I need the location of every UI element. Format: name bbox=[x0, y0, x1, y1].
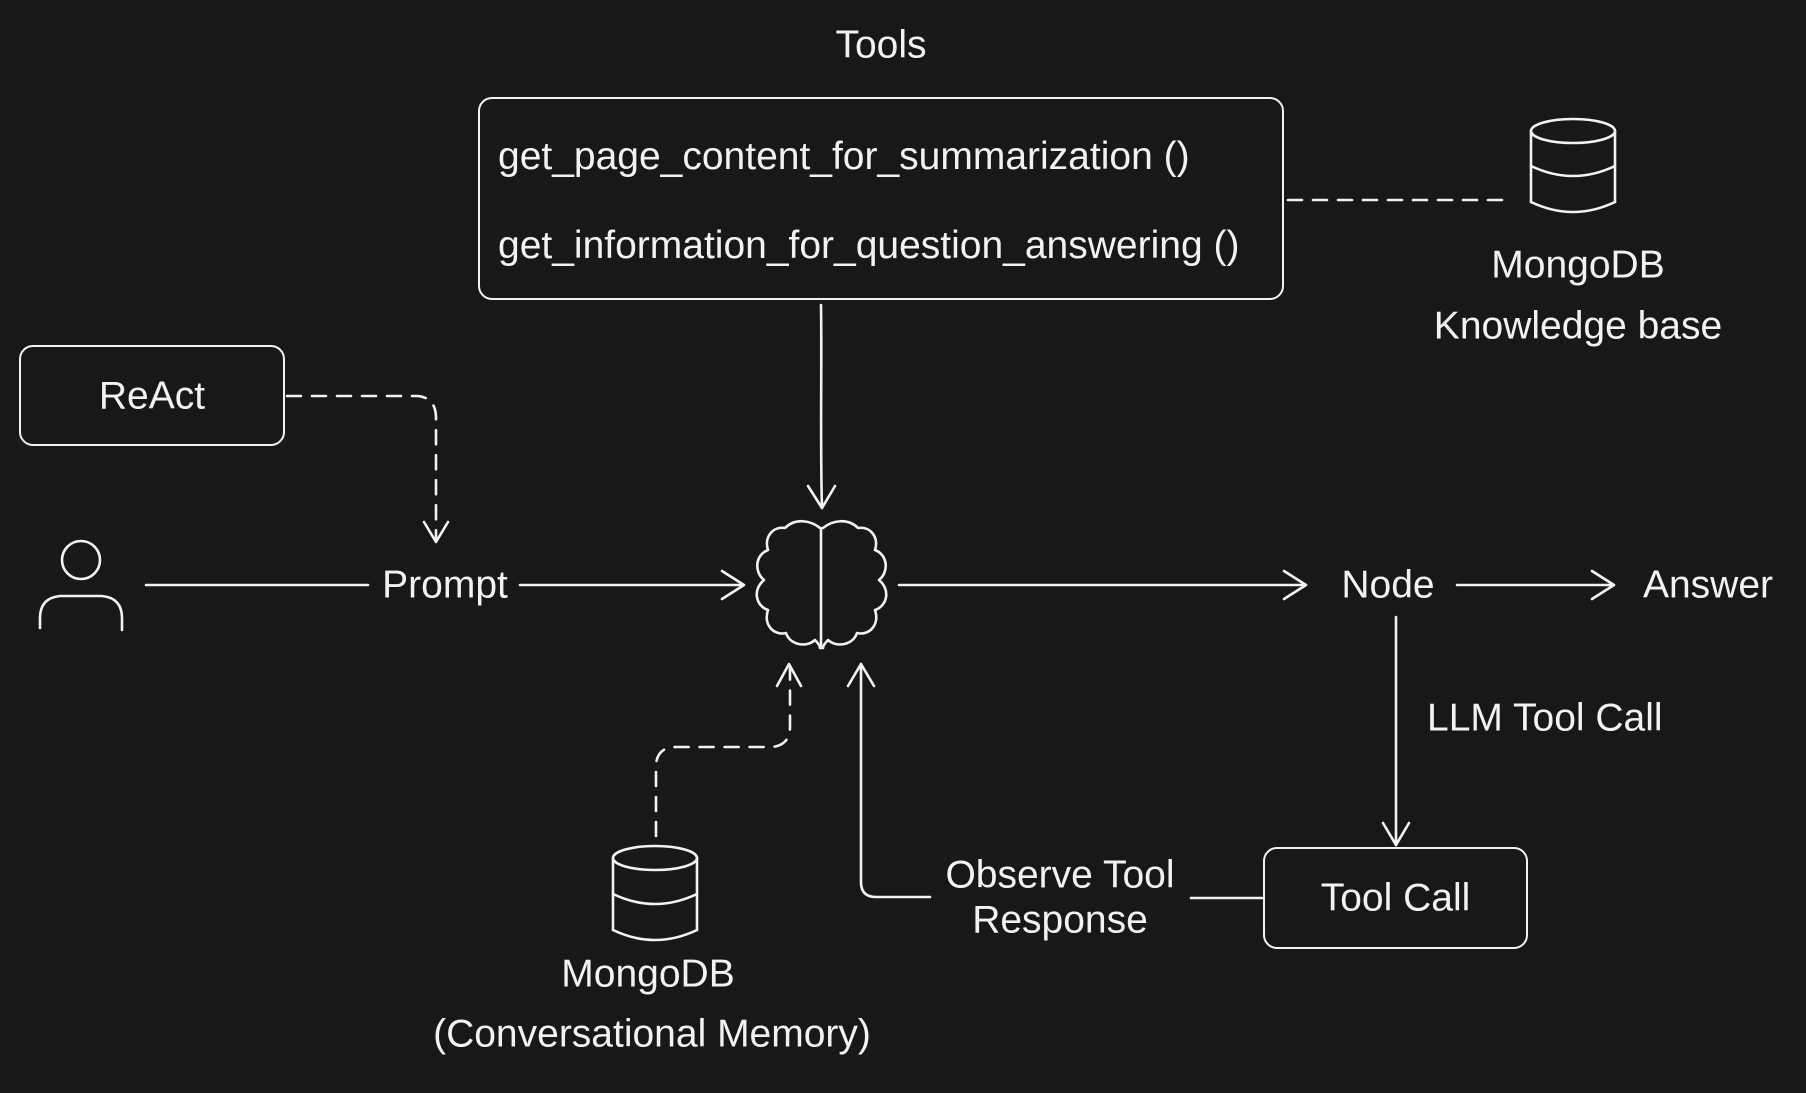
user-icon bbox=[38, 539, 124, 632]
tools-to-llm-arrow bbox=[806, 303, 837, 510]
memory-database-icon bbox=[611, 844, 699, 942]
react-to-prompt-arrow bbox=[285, 394, 450, 544]
tool-function-summarization: get_page_content_for_summarization () bbox=[498, 135, 1190, 178]
memory-to-llm-arrow bbox=[654, 662, 803, 838]
tools-title: Tools bbox=[835, 23, 927, 67]
knowledge-base-label-line2: Knowledge base bbox=[1433, 304, 1723, 348]
llm-tool-call-label: LLM Tool Call bbox=[1427, 696, 1663, 740]
brain-icon bbox=[755, 519, 888, 650]
knowledge-base-label-line1: MongoDB bbox=[1491, 243, 1665, 287]
tools-box: get_page_content_for_summarization () ge… bbox=[478, 97, 1284, 300]
react-label: ReAct bbox=[98, 374, 206, 417]
observe-label-line2: Response bbox=[972, 898, 1148, 942]
memory-label-line2: (Conversational Memory) bbox=[433, 1012, 871, 1056]
node-to-answer-arrow bbox=[1455, 569, 1616, 601]
prompt-to-llm-arrow bbox=[518, 569, 746, 601]
tool-call-box: Tool Call bbox=[1263, 847, 1528, 949]
memory-label-line1: MongoDB bbox=[561, 952, 735, 996]
observe-to-llm-arrow bbox=[846, 662, 932, 899]
llm-to-node-arrow bbox=[897, 569, 1308, 601]
node-label: Node bbox=[1341, 563, 1435, 607]
prompt-label: Prompt bbox=[382, 563, 508, 607]
react-box: ReAct bbox=[19, 345, 285, 446]
node-to-tool-call-arrow bbox=[1381, 615, 1411, 847]
observe-label-line1: Observe Tool bbox=[945, 853, 1175, 897]
knowledge-base-database-icon bbox=[1529, 117, 1617, 214]
answer-label: Answer bbox=[1642, 563, 1774, 607]
tool-function-question-answering: get_information_for_question_answering (… bbox=[498, 224, 1240, 267]
tool-call-label: Tool Call bbox=[1320, 876, 1471, 920]
